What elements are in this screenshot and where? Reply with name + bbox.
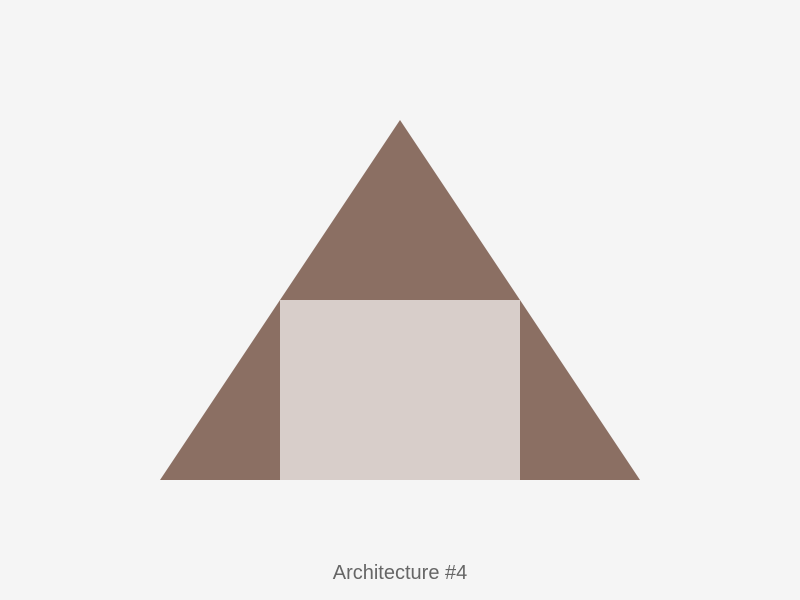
house-wall bbox=[280, 300, 520, 480]
artwork-caption: Architecture #4 bbox=[332, 562, 468, 584]
